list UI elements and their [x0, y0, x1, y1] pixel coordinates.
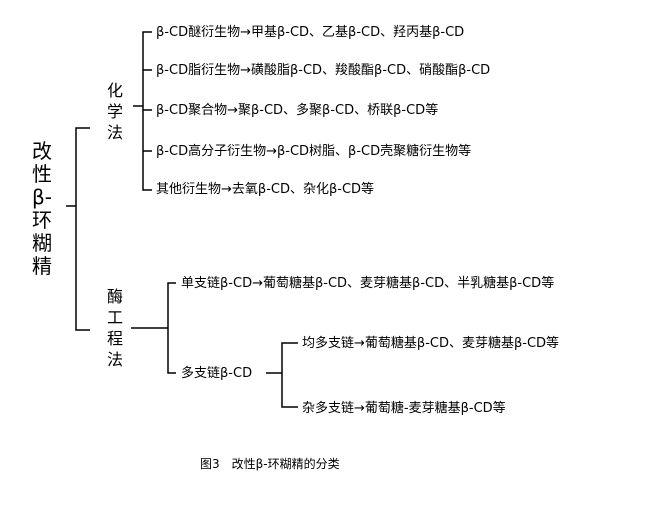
- root-label: 改性β-环糊精: [32, 139, 52, 278]
- multi-item-homo: 均多支链→葡萄糖基β-CD、麦芽糖基β-CD等: [302, 336, 560, 351]
- root-brace: [66, 127, 90, 331]
- chemical-item-polymer: β-CD聚合物→聚β-CD、多聚β-CD、桥联β-CD等: [156, 103, 439, 118]
- chemical-brace: [133, 31, 152, 191]
- chemical-item-macromolecule: β-CD高分子衍生物→β-CD树脂、β-CD壳聚糖衍生物等: [156, 144, 472, 159]
- enzyme-method-label: 酶工程法: [106, 287, 123, 369]
- chemical-item-ester: β-CD脂衍生物→磺酸脂β-CD、羧酸酯β-CD、硝酸酯β-CD: [156, 63, 491, 78]
- enzyme-item-multi-branch: 多支链β-CD: [181, 366, 253, 381]
- chemical-item-ether: β-CD醚衍生物→甲基β-CD、乙基β-CD、羟丙基β-CD: [156, 25, 465, 40]
- enzyme-brace: [131, 282, 176, 374]
- multi-brace: [266, 342, 298, 408]
- chemical-method-label: 化学法: [106, 81, 123, 142]
- figure-caption: 图3 改性β-环糊精的分类: [200, 457, 340, 471]
- multi-item-hetero: 杂多支链→葡萄糖-麦芽糖基β-CD等: [302, 401, 506, 416]
- enzyme-item-single-branch: 单支链β-CD→葡萄糖基β-CD、麦芽糖基β-CD、半乳糖基β-CD等: [181, 276, 555, 291]
- chemical-item-other: 其他衍生物→去氧β-CD、杂化β-CD等: [156, 182, 375, 197]
